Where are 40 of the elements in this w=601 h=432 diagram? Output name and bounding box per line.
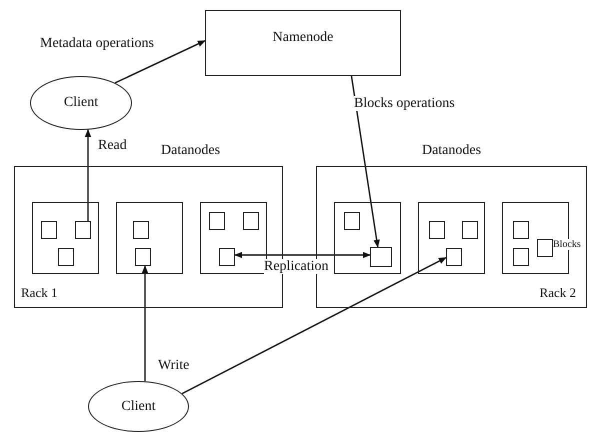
datanode-box xyxy=(334,202,401,274)
block-square xyxy=(513,248,529,266)
arrow xyxy=(350,76,380,248)
block-square xyxy=(58,248,74,266)
client-ellipse xyxy=(30,76,132,130)
datanode-box xyxy=(32,202,99,274)
arrow xyxy=(182,256,447,394)
block-square xyxy=(537,239,553,257)
block-square xyxy=(209,212,225,230)
edge-label: Metadata operations xyxy=(40,36,154,52)
edge-label: Blocks operations xyxy=(354,96,455,112)
arrow xyxy=(114,40,206,84)
client-label: Client xyxy=(62,95,100,111)
block-square xyxy=(75,221,91,239)
edge-label: Replication xyxy=(264,259,329,274)
client-ellipse xyxy=(88,381,189,432)
group-heading: Datanodes xyxy=(420,143,482,159)
group-heading: Datanodes xyxy=(161,143,220,159)
block-square xyxy=(133,221,149,239)
block-square xyxy=(135,248,151,266)
arrow xyxy=(84,128,92,221)
rack-label: Rack 1 xyxy=(21,285,58,301)
block-square xyxy=(344,212,360,230)
node-label: Namenode xyxy=(272,30,334,46)
block-square xyxy=(243,212,259,230)
arrow xyxy=(142,265,148,382)
block-square xyxy=(41,221,57,239)
datanode-box xyxy=(418,202,485,274)
block-square xyxy=(370,247,392,267)
block-square xyxy=(219,248,235,266)
block-label: Blocks xyxy=(553,239,581,250)
datanode-box xyxy=(116,202,183,274)
block-square xyxy=(446,248,462,266)
block-square xyxy=(429,221,445,239)
rack-label: Rack 2 xyxy=(540,285,576,301)
client-label: Client xyxy=(120,398,157,414)
arrow xyxy=(234,252,371,258)
block-square xyxy=(513,221,529,239)
block-square xyxy=(462,221,478,239)
server-box xyxy=(205,10,401,76)
